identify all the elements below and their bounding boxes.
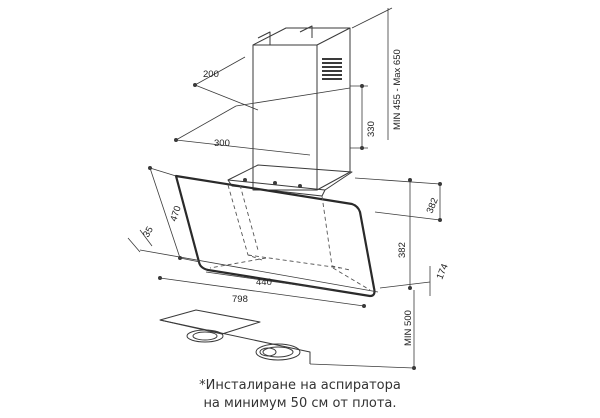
dim-chimney-width: 200 [203, 69, 219, 80]
installation-note-line-2: на минимум 50 см от плота. [203, 396, 397, 411]
dim-min-clearance: MIN 500 [403, 310, 414, 346]
dim-chimney-range: MIN 455 - Max 650 [392, 49, 403, 130]
chimney-bracket [257, 25, 313, 45]
dim-hood-bottom-depth: 174 [435, 262, 451, 281]
chimney-grille [322, 58, 342, 80]
dim-chimney-depth: 300 [214, 138, 230, 149]
dim-inner-width: 440 [256, 277, 272, 288]
chimney-top [252, 27, 350, 46]
dim-glass-height: 470 [168, 204, 183, 222]
chimney-side [316, 27, 351, 191]
dim-chimney-height: 330 [366, 121, 377, 137]
hidden-edges [209, 184, 371, 291]
installation-note-line-1: *Инсталиране на аспиратора [199, 378, 401, 393]
glass-panel [174, 174, 376, 298]
burner-right [255, 343, 301, 361]
dim-hood-height: 382 [397, 242, 408, 258]
dim-hood-depth: 382 [425, 196, 441, 215]
hood-top-plate [227, 164, 353, 191]
dim-hood-width: 798 [232, 294, 248, 305]
dim-glass-thickness: 35 [141, 225, 156, 240]
